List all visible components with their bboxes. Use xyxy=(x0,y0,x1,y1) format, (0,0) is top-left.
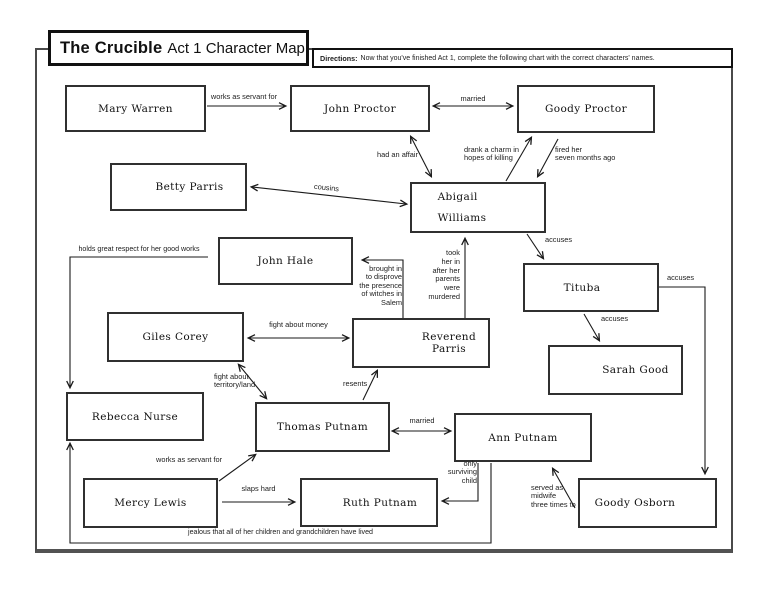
character-box-mary-warren: Mary Warren xyxy=(65,85,206,132)
directions-label: Directions: xyxy=(320,53,358,63)
relationship-label-resents: resents xyxy=(343,379,368,388)
connector-abigail-to-tituba-accuses xyxy=(526,233,545,260)
relationship-label-fired-her: fired her seven months ago xyxy=(555,145,616,163)
relationship-label-accuses-tituba-sarah: accuses xyxy=(601,314,629,323)
character-box-ruth-putnam: Ruth Putnam xyxy=(300,478,438,527)
connector-osborn-to-ann-midwife xyxy=(551,467,576,509)
relationship-label-had-an-affair: had an affair xyxy=(377,150,418,159)
character-name-ann-putnam: Ann Putnam xyxy=(488,431,558,444)
character-name-betty-parris: Betty Parris xyxy=(155,181,224,193)
relationship-label-works-as-servant-for-mary: works as servant for xyxy=(210,92,278,101)
relationship-label-brought-in: brought in to disprove the presence of w… xyxy=(359,264,402,307)
relationship-label-slaps-hard: slaps hard xyxy=(241,484,276,493)
character-name-ruth-putnam: Ruth Putnam xyxy=(342,496,418,509)
connector-mercy-to-thomas-servant xyxy=(218,453,257,482)
character-box-abigail-williams: Abigail Williams xyxy=(410,182,546,233)
connector-abigail-to-goodyproctor-charm xyxy=(505,136,533,182)
character-name-sarah-good: Sarah Good xyxy=(602,364,669,376)
character-name-john-proctor: John Proctor xyxy=(323,102,397,115)
character-box-reverend-parris: Reverend Parris xyxy=(352,318,490,368)
relationship-label-took-her-in: took her in after her parents were murde… xyxy=(428,248,460,301)
relationship-label-accuses-abigail-tituba: accuses xyxy=(545,235,573,244)
character-box-thomas-putnam: Thomas Putnam xyxy=(255,402,390,452)
relationship-label-married-proctors: married xyxy=(460,94,486,103)
relationship-label-jealous-children: jealous that all of her children and gra… xyxy=(188,528,373,536)
connector-ann-to-ruth-only-child xyxy=(440,463,479,505)
connector-johnproctor-abigail-affair xyxy=(409,134,433,179)
character-box-betty-parris: Betty Parris xyxy=(110,163,247,211)
directions-box: Directions: Now that you've finished Act… xyxy=(312,48,733,68)
connector-thomas-to-parris-resents xyxy=(362,368,379,401)
character-box-giles-corey: Giles Corey xyxy=(107,312,244,362)
connector-tituba-to-osborn-accuses xyxy=(659,286,709,476)
page-title-rest: Act 1 Character Map xyxy=(167,39,305,57)
relationship-label-served-as-midwife: served as midwife three times to xyxy=(531,483,576,509)
connector-parris-to-hale-brought-in xyxy=(360,256,404,318)
character-name-john-hale: John Hale xyxy=(257,255,314,267)
relationship-label-works-as-servant-for-mercy: works as servant for xyxy=(156,455,223,464)
connector-hale-to-rebecca-respect xyxy=(66,256,208,390)
connector-tituba-to-sarah-accuses xyxy=(583,313,601,342)
character-name-tituba: Tituba xyxy=(563,281,601,294)
character-name-giles-corey: Giles Corey xyxy=(142,331,209,343)
relationship-label-only-surviving-child: only surviving child xyxy=(447,459,477,485)
connector-betty-abigail-cousins xyxy=(249,183,409,208)
character-box-ann-putnam: Ann Putnam xyxy=(454,413,592,462)
character-name-goody-osborn: Goody Osborn xyxy=(594,497,676,509)
relationship-label-holds-great-respect: holds great respect for her good works xyxy=(78,245,200,253)
character-name-rebecca-nurse: Rebecca Nurse xyxy=(91,410,179,423)
character-box-mercy-lewis: Mercy Lewis xyxy=(83,478,218,528)
character-name-mary-warren: Mary Warren xyxy=(98,102,173,115)
character-box-sarah-good: Sarah Good xyxy=(548,345,683,395)
directions-text: Now that you've finished Act 1, complete… xyxy=(360,54,655,62)
relationship-label-fight-about-money: fight about money xyxy=(269,320,328,329)
character-name-abigail-williams: Abigail Williams xyxy=(437,190,487,224)
connector-goodyproctor-to-abigail-fired xyxy=(536,138,559,179)
character-name-reverend-parris: Reverend Parris xyxy=(421,331,477,355)
character-box-john-proctor: John Proctor xyxy=(290,85,430,132)
character-box-john-hale: John Hale xyxy=(218,237,353,285)
character-box-goody-proctor: Goody Proctor xyxy=(517,85,655,133)
character-name-thomas-putnam: Thomas Putnam xyxy=(276,421,369,433)
character-box-tituba: Tituba xyxy=(523,263,659,312)
relationship-label-married-putnams: married xyxy=(409,416,435,425)
title-box: The Crucible Act 1 Character Map xyxy=(48,30,309,66)
relationship-label-accuses-tituba-osborn: accuses xyxy=(667,273,695,282)
page-title-bold: The Crucible xyxy=(60,38,163,57)
relationship-label-drank-a-charm: drank a charm in hopes of killing xyxy=(464,145,520,163)
connector-giles-thomas-territory xyxy=(237,363,268,400)
character-box-goody-osborn: Goody Osborn xyxy=(578,478,717,528)
character-name-mercy-lewis: Mercy Lewis xyxy=(114,497,187,509)
connector-ann-to-rebecca-jealous xyxy=(66,441,492,544)
character-name-goody-proctor: Goody Proctor xyxy=(544,103,628,115)
character-box-rebecca-nurse: Rebecca Nurse xyxy=(66,392,204,441)
relationship-label-fight-about-territory: fight about territory/land xyxy=(214,372,256,390)
